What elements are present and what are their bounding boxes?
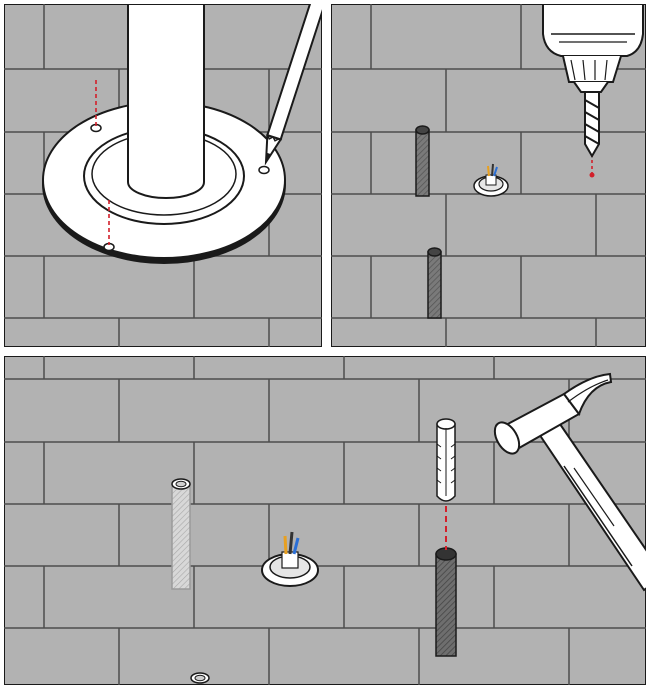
panel-mark-holes-illustration xyxy=(4,4,322,347)
panel-drill-holes xyxy=(331,4,646,347)
drill-target-mark xyxy=(590,173,595,178)
screw-hole xyxy=(259,167,269,174)
panel-drill-holes-illustration xyxy=(331,4,646,347)
panel-insert-wall-plugs xyxy=(4,356,646,685)
drilled-hole xyxy=(436,548,456,656)
panel-mark-holes xyxy=(4,4,322,347)
lamp-post xyxy=(128,4,204,198)
installed-wall-plug xyxy=(172,479,190,589)
drilled-hole xyxy=(416,126,429,196)
wall-plug xyxy=(437,419,455,501)
installed-wall-plug xyxy=(191,673,209,683)
panel-insert-wall-plugs-illustration xyxy=(4,356,646,685)
drilled-hole xyxy=(428,248,441,318)
